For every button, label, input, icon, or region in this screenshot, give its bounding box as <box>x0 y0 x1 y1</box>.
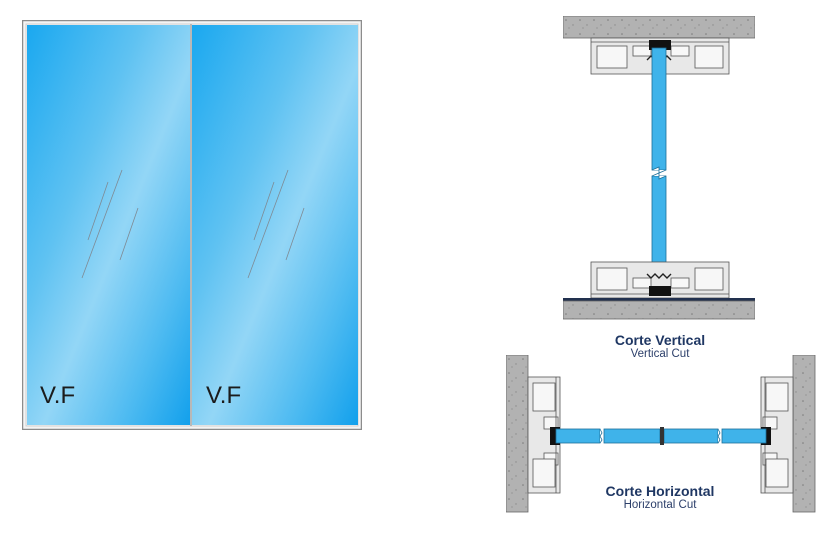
left-wall <box>505 354 529 513</box>
glass-joint <box>660 427 664 445</box>
elevation-drawing <box>21 19 363 431</box>
top-slab <box>562 15 756 39</box>
horizontal-cut-title: Corte Horizontal <box>605 483 715 499</box>
horizontal-cut-drawing <box>505 354 816 513</box>
bottom-slab <box>562 300 756 320</box>
panel-left-label: V.F <box>40 382 76 409</box>
glass-panel-right <box>192 25 358 425</box>
top-gasket <box>649 40 671 50</box>
panel-right-label: V.F <box>206 382 242 409</box>
glass-reflection-marks-left <box>81 169 139 279</box>
horizontal-cut-caption: Corte Horizontal Horizontal Cut <box>570 483 750 512</box>
vertical-cut-caption: Corte Vertical Vertical Cut <box>570 332 750 361</box>
left-gasket <box>550 427 560 445</box>
vertical-cut-title: Corte Vertical <box>614 332 706 348</box>
window-elevation: V.F V.F <box>21 19 363 431</box>
floor-line <box>563 298 755 301</box>
horizontal-cut-subtitle: Horizontal Cut <box>623 499 697 511</box>
horizontal-glass <box>555 428 767 444</box>
right-wall <box>792 354 816 513</box>
vertical-cut-drawing <box>562 15 756 320</box>
glass-panel-left <box>27 25 190 425</box>
glass-upper <box>651 47 667 171</box>
vertical-cut-subtitle: Vertical Cut <box>630 348 690 360</box>
glass-reflection-marks-right <box>247 169 305 279</box>
bottom-gasket <box>649 286 671 296</box>
